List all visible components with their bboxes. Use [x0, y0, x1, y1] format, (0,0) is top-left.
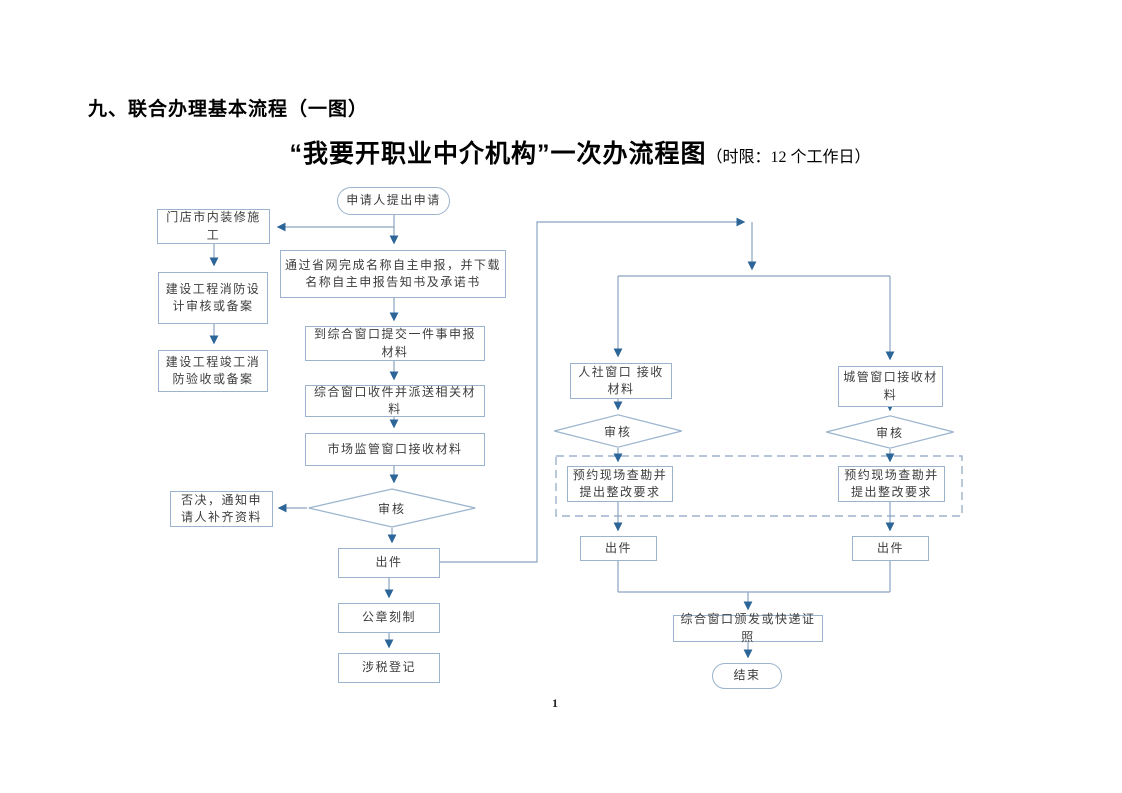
flow-node-issue-market: 出件: [338, 548, 440, 578]
flow-node-review-market: 审核: [307, 488, 477, 528]
flow-node-review-cg-label: 审核: [875, 425, 904, 440]
flow-node-submit-window-label: 到综合窗口提交一件事申报材料: [313, 327, 476, 359]
flow-node-cg-window-label: 城管窗口接收材料: [843, 370, 938, 402]
diagram-title: “我要开职业中介机构”一次办流程图（时限：12 个工作日）: [270, 134, 890, 170]
flow-node-issue-cg: 出件: [852, 536, 929, 561]
flow-node-end-label: 结束: [733, 668, 761, 683]
flow-node-tax-label: 涉税登记: [361, 660, 416, 675]
flow-node-province-net: 通过省网完成名称自主申报，并下载名称自主申报告知书及承诺书: [280, 250, 506, 298]
flow-node-issue-hr-label: 出件: [604, 540, 632, 555]
flow-node-seal: 公章刻制: [338, 603, 440, 633]
flow-node-hr-window-label: 人社窗口 接收材料: [578, 364, 664, 396]
flow-node-review-hr: 审核: [553, 414, 683, 448]
diagram-title-note: （时限：12 个工作日）: [706, 149, 871, 166]
flow-node-shopfit: 门店市内装修施工: [157, 209, 270, 244]
flow-node-seal-label: 公章刻制: [361, 610, 416, 625]
flow-node-market-window-label: 市场监管窗口接收材料: [327, 441, 463, 456]
flow-node-survey-cg-label: 预约现场查勘并提出整改要求: [844, 467, 939, 499]
site-survey-dashed-group: [555, 455, 963, 517]
flow-node-review-hr-label: 审核: [603, 424, 632, 439]
flow-node-receive-dispatch-label: 综合窗口收件并派送相关材料: [313, 384, 476, 416]
flow-node-issue-market-label: 出件: [375, 555, 403, 570]
flow-node-survey-hr: 预约现场查勘并提出整改要求: [567, 466, 673, 502]
flow-node-fire-accept: 建设工程竣工消防验收或备案: [158, 350, 268, 392]
flow-node-review-market-label: 审核: [377, 501, 406, 516]
flow-node-market-window: 市场监管窗口接收材料: [305, 433, 485, 466]
flow-node-province-net-label: 通过省网完成名称自主申报，并下载名称自主申报告知书及承诺书: [285, 257, 502, 289]
flow-node-start-label: 申请人提出申请: [346, 193, 441, 208]
flow-node-tax: 涉税登记: [338, 653, 440, 683]
flow-node-fire-accept-label: 建设工程竣工消防验收或备案: [165, 354, 261, 386]
flow-node-shopfit-label: 门店市内装修施工: [166, 210, 261, 242]
flow-node-start: 申请人提出申请: [337, 187, 450, 215]
flow-node-submit-window: 到综合窗口提交一件事申报材料: [305, 326, 485, 361]
flow-node-fire-design: 建设工程消防设计审核或备案: [158, 272, 268, 324]
flow-node-review-cg: 审核: [825, 415, 955, 449]
flow-node-receive-dispatch: 综合窗口收件并派送相关材料: [305, 385, 485, 417]
arrow-issue-to-right-branch: [440, 217, 746, 563]
page-number: 1: [552, 696, 558, 710]
flow-node-license-label: 综合窗口颁发或快递证照: [680, 612, 816, 644]
diagram-title-main: “我要开职业中介机构”一次办流程图: [289, 140, 707, 168]
flow-node-issue-cg-label: 出件: [876, 540, 904, 555]
flow-node-end: 结束: [712, 663, 782, 689]
flow-node-cg-window: 城管窗口接收材料: [838, 366, 943, 407]
section-heading: 九、联合办理基本流程（一图）: [88, 99, 369, 120]
flow-node-hr-window: 人社窗口 接收材料: [570, 363, 672, 399]
flow-node-reject-label: 否决，通知申请人补齐资料: [180, 492, 262, 524]
flow-node-fire-design-label: 建设工程消防设计审核或备案: [165, 281, 261, 313]
flow-node-survey-hr-label: 预约现场查勘并提出整改要求: [572, 467, 668, 499]
flow-node-license: 综合窗口颁发或快递证照: [673, 612, 823, 644]
flow-node-survey-cg: 预约现场查勘并提出整改要求: [838, 466, 945, 502]
flow-node-reject: 否决，通知申请人补齐资料: [170, 491, 273, 527]
flow-node-issue-hr: 出件: [580, 536, 657, 561]
